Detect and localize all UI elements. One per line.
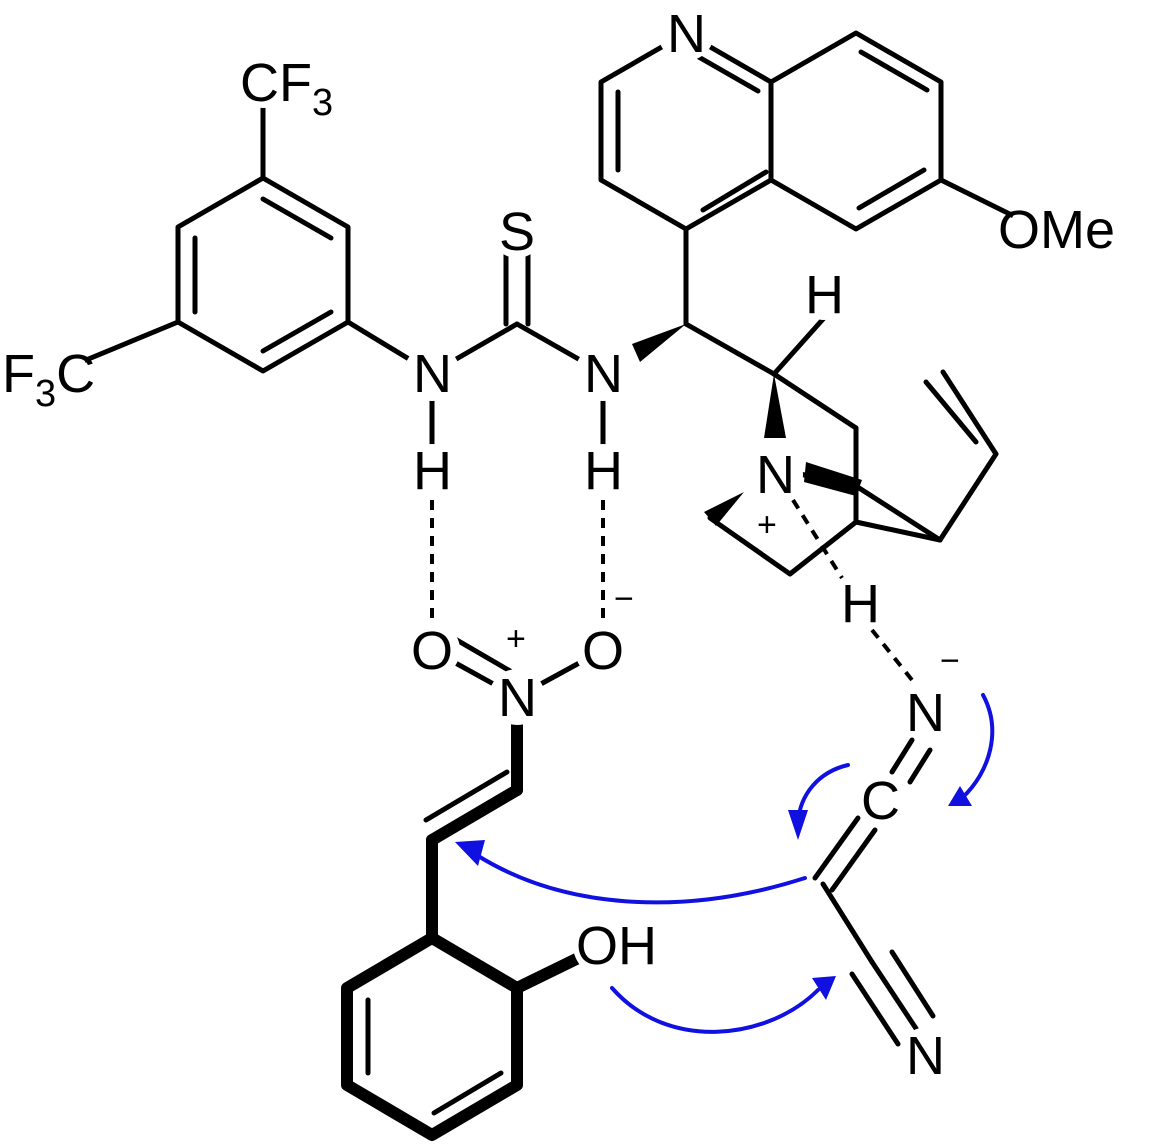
bond-alkene-inner	[423, 769, 510, 823]
label-n-quinoline: N	[667, 4, 706, 64]
label-plus-nitronate: +	[506, 620, 526, 658]
bond-phenol-oh	[511, 939, 611, 994]
bond-n-c-allene-b	[907, 747, 933, 785]
label-n-nitronate: N	[498, 668, 537, 728]
hbond-h-n-isocyanide	[870, 628, 914, 682]
label-minus-nitrogen: −	[940, 642, 960, 680]
bond-nitrile-a	[869, 959, 920, 1033]
label-n-thiourea-left: N	[413, 344, 452, 404]
bond-nitrile-c	[849, 971, 901, 1047]
bond-n-c-thiourea-left	[429, 321, 520, 376]
atom-labels: CF3 F3C S N N H H N OMe H N + H O O N + …	[2, 4, 1115, 1086]
arrow-nitrogen-lone-pair-head	[948, 786, 972, 806]
electron-arrows	[455, 693, 995, 1034]
arrow-oh-to-nitrile-head	[812, 976, 836, 1000]
bond-c2-c3	[853, 483, 943, 543]
label-cf3-top: CF3	[240, 53, 333, 124]
bond-n-c-allene-a	[889, 737, 915, 775]
label-c-allene: C	[861, 771, 900, 831]
wedge-c8-n	[764, 374, 786, 438]
label-o-left: O	[411, 621, 453, 681]
bond-aryl-nh	[345, 319, 435, 376]
hbond-n-h-bridge	[791, 498, 844, 580]
bond-c8-c7	[771, 371, 859, 431]
bond-c6-c3	[853, 519, 943, 543]
bond-c-c-allene-b	[829, 827, 878, 893]
label-h-right: H	[584, 441, 623, 501]
label-n-nitrile: N	[906, 1026, 945, 1086]
label-oh: OH	[576, 916, 657, 976]
bond-c-n-thiourea-right	[514, 321, 606, 376]
arrow-oh-to-nitrile	[610, 986, 820, 1034]
bond-n-o-single	[514, 647, 606, 700]
arrow-nitrogen-lone-pair	[960, 693, 995, 800]
label-plus-quinuclidine: +	[757, 506, 777, 544]
label-h-bridgehead: H	[805, 265, 844, 325]
bond-c8-h	[771, 315, 827, 377]
quinoline-ring	[598, 30, 944, 232]
label-n-quinuclidine: N	[756, 445, 795, 505]
wedge-n-c9	[632, 324, 686, 362]
bond-c-c-allene-a	[812, 815, 861, 881]
label-ome: OMe	[998, 200, 1115, 260]
phenol-ring	[341, 932, 523, 1141]
bond-vinyl-double-b	[923, 379, 979, 445]
bond-c-cn	[820, 881, 875, 965]
bond-quinoline-ome	[938, 177, 1043, 232]
label-h-left: H	[413, 441, 452, 501]
label-n-isocyanide: N	[906, 683, 945, 743]
bond-alkene	[426, 784, 523, 846]
bond-o-n-double-b	[440, 629, 520, 678]
bond-c5-c4	[707, 515, 793, 577]
wedge-n-c2	[804, 462, 862, 496]
bond-c3-vinyl	[937, 451, 999, 543]
bond-aryl-cf3-left	[54, 319, 181, 375]
label-minus-oxygen: −	[614, 580, 634, 618]
label-cf3-left: F3C	[2, 344, 95, 415]
label-h-ammonium: H	[841, 574, 880, 634]
arrow-c-c-to-allene-head	[788, 810, 808, 840]
wedge-n-c4	[704, 492, 744, 526]
label-sulfur: S	[499, 202, 535, 262]
bonds	[54, 30, 1043, 1141]
label-n-thiourea-right: N	[584, 344, 623, 404]
bond-c9-c8	[683, 321, 777, 377]
bond-vinyl-double-a	[940, 369, 999, 457]
arrow-to-alkene	[473, 852, 807, 905]
label-o-right: O	[582, 621, 624, 681]
bond-o-n-double-a	[429, 647, 520, 700]
arrow-to-alkene-head	[455, 840, 485, 866]
aryl-ring	[175, 175, 351, 374]
bond-nitrile-b	[889, 949, 936, 1019]
